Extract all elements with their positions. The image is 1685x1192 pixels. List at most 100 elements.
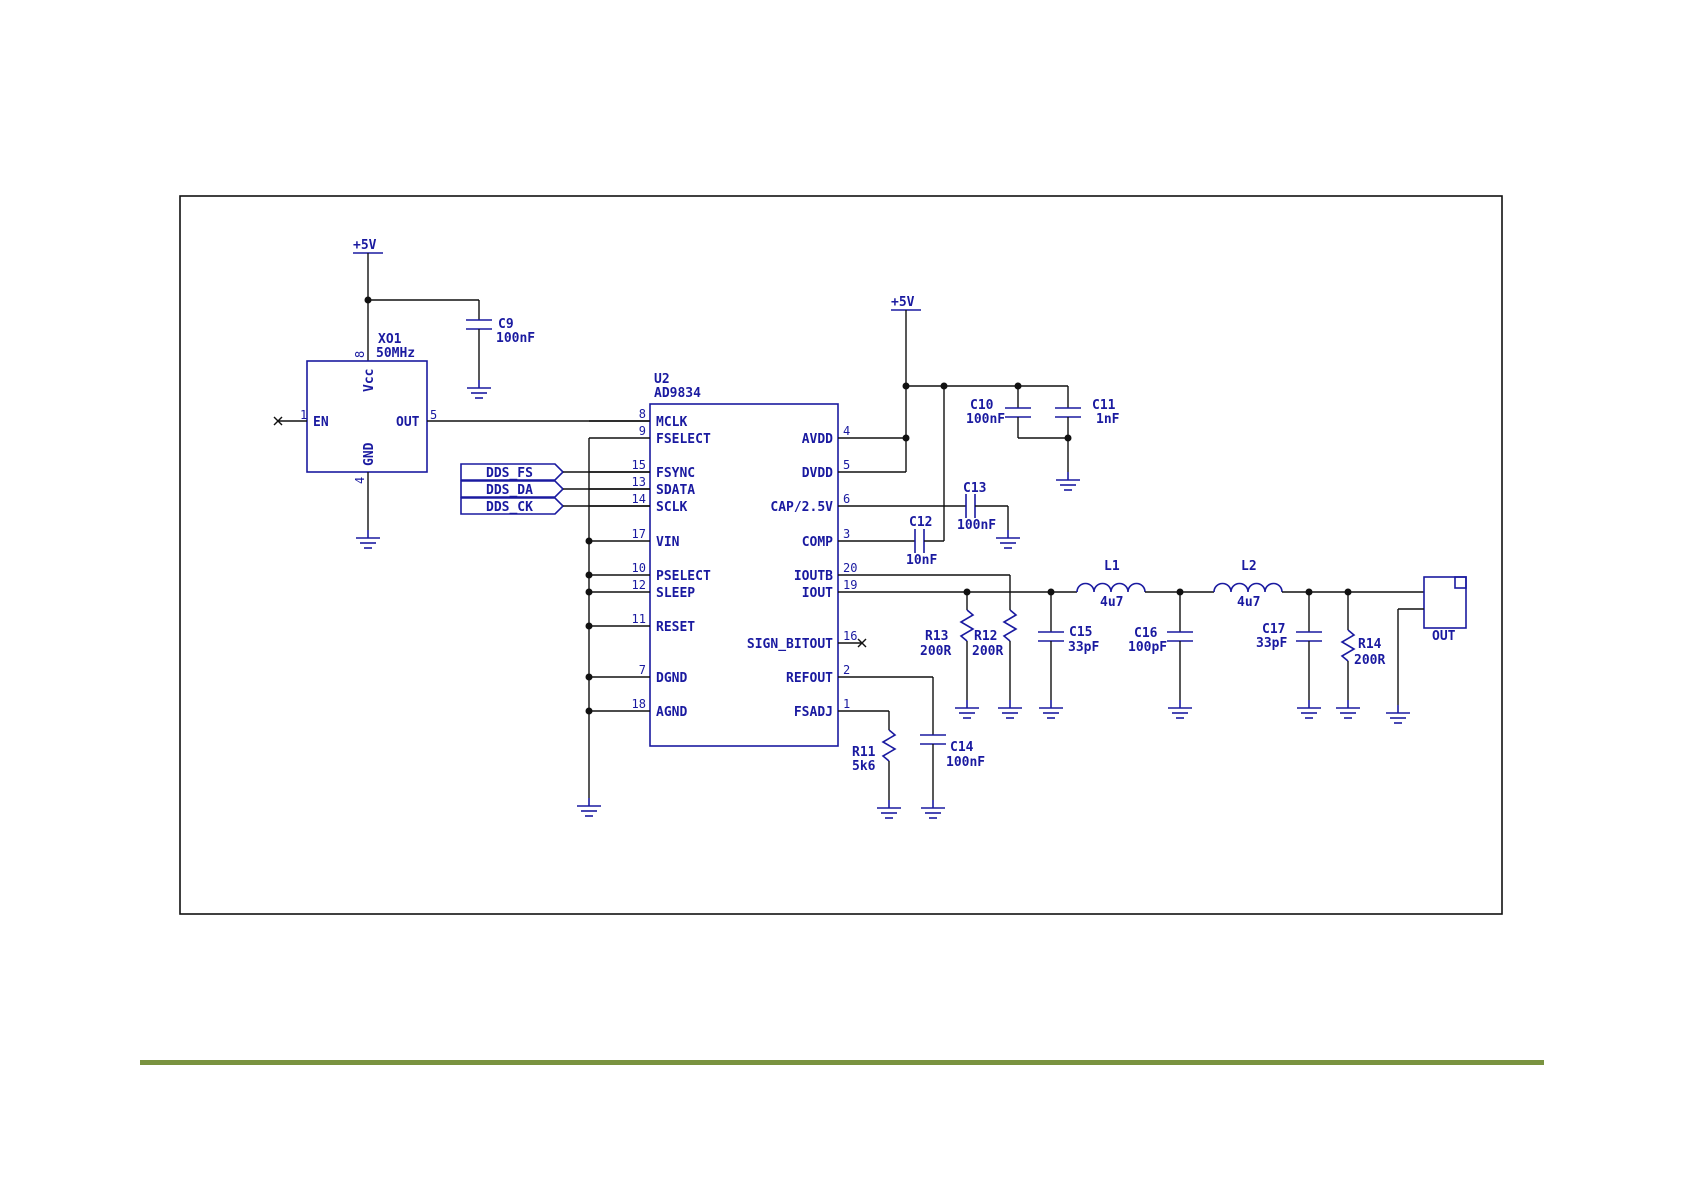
svg-text:FSELECT: FSELECT xyxy=(656,432,711,447)
svg-text:AGND: AGND xyxy=(656,705,687,720)
svg-text:9: 9 xyxy=(639,424,646,438)
r12-resistor: R12 200R xyxy=(972,609,1023,719)
svg-text:100pF: 100pF xyxy=(1128,640,1167,655)
svg-text:50MHz: 50MHz xyxy=(376,346,415,361)
c12-capacitor: C12 10nF xyxy=(906,515,944,568)
svg-text:SDATA: SDATA xyxy=(656,483,695,498)
svg-text:200R: 200R xyxy=(972,644,1003,659)
svg-text:DDS_CK: DDS_CK xyxy=(486,500,533,515)
c9-capacitor: C9 100nF xyxy=(466,300,535,399)
svg-text:10: 10 xyxy=(632,561,646,575)
svg-text:5k6: 5k6 xyxy=(852,759,876,774)
svg-text:EN: EN xyxy=(313,415,329,430)
svg-text:C15: C15 xyxy=(1069,625,1092,640)
svg-text:33pF: 33pF xyxy=(1068,640,1099,655)
svg-text:11: 11 xyxy=(632,612,646,626)
svg-text:14: 14 xyxy=(632,492,646,506)
svg-text:SIGN_BITOUT: SIGN_BITOUT xyxy=(747,637,833,652)
c11-capacitor: C11 1nF xyxy=(1055,386,1120,472)
svg-text:OUT: OUT xyxy=(396,415,420,430)
svg-text:FSYNC: FSYNC xyxy=(656,466,695,481)
svg-text:C17: C17 xyxy=(1262,622,1285,637)
svg-text:FSADJ: FSADJ xyxy=(794,705,833,720)
svg-text:RESET: RESET xyxy=(656,620,695,635)
net-label-dds-fs: DDS_FS xyxy=(460,463,565,481)
svg-text:7: 7 xyxy=(639,663,646,677)
r13-resistor: R13 200R xyxy=(920,592,980,719)
svg-text:C9: C9 xyxy=(498,317,514,332)
svg-text:OUT: OUT xyxy=(1432,629,1456,644)
svg-text:XO1: XO1 xyxy=(378,332,402,347)
l2-inductor: L2 4u7 xyxy=(1213,559,1283,610)
svg-text:R13: R13 xyxy=(925,629,948,644)
svg-text:18: 18 xyxy=(632,697,646,711)
u2-left-pins: 8MCLK9FSELECT15FSYNC13SDATA14SCLK17VIN10… xyxy=(589,407,711,720)
svg-text:L1: L1 xyxy=(1104,559,1120,574)
svg-text:6: 6 xyxy=(843,492,850,506)
svg-text:IOUTB: IOUTB xyxy=(794,569,833,584)
r11-resistor: R11 5k6 xyxy=(852,729,902,819)
footer-bar xyxy=(140,1060,1544,1065)
svg-text:AVDD: AVDD xyxy=(802,432,833,447)
svg-text:1: 1 xyxy=(300,408,307,422)
svg-text:17: 17 xyxy=(632,527,646,541)
svg-text:13: 13 xyxy=(632,475,646,489)
svg-text:IOUT: IOUT xyxy=(802,586,833,601)
svg-text:DDS_DA: DDS_DA xyxy=(486,483,533,498)
net-label-dds-ck: DDS_CK xyxy=(460,497,565,515)
svg-text:+5V: +5V xyxy=(353,238,377,253)
svg-text:REFOUT: REFOUT xyxy=(786,671,833,686)
svg-text:R11: R11 xyxy=(852,745,876,760)
svg-text:DVDD: DVDD xyxy=(802,466,833,481)
svg-text:4u7: 4u7 xyxy=(1237,595,1260,610)
svg-text:+5V: +5V xyxy=(891,295,915,310)
svg-text:2: 2 xyxy=(843,663,850,677)
svg-text:100nF: 100nF xyxy=(946,755,985,770)
svg-text:16: 16 xyxy=(843,629,857,643)
svg-text:200R: 200R xyxy=(920,644,951,659)
svg-text:MCLK: MCLK xyxy=(656,415,687,430)
c14-capacitor: C14 100nF xyxy=(920,734,985,819)
schematic-frame xyxy=(179,195,1503,915)
svg-text:SLEEP: SLEEP xyxy=(656,586,695,601)
c16-capacitor: C16 100pF xyxy=(1128,592,1193,719)
svg-text:8: 8 xyxy=(353,351,367,358)
power-5v-right: +5V xyxy=(891,295,921,311)
svg-text:200R: 200R xyxy=(1354,653,1385,668)
u2-right-pins: 4AVDD5DVDD6CAP/2.5V3COMP20IOUTB19IOUT16S… xyxy=(747,424,858,720)
c13-capacitor: C13 100nF xyxy=(957,481,1021,549)
svg-text:1nF: 1nF xyxy=(1096,412,1120,427)
svg-text:3: 3 xyxy=(843,527,850,541)
svg-text:Vcc: Vcc xyxy=(362,369,377,392)
svg-text:1: 1 xyxy=(843,697,850,711)
svg-text:4: 4 xyxy=(843,424,850,438)
svg-text:100nF: 100nF xyxy=(957,518,996,533)
l1-inductor: L1 4u7 xyxy=(1076,559,1146,610)
svg-text:19: 19 xyxy=(843,578,857,592)
svg-text:8: 8 xyxy=(639,407,646,421)
svg-text:L2: L2 xyxy=(1241,559,1257,574)
net-label-dds-da: DDS_DA xyxy=(460,480,565,498)
svg-text:10nF: 10nF xyxy=(906,553,937,568)
svg-text:DDS_FS: DDS_FS xyxy=(486,466,533,481)
svg-text:PSELECT: PSELECT xyxy=(656,569,711,584)
svg-text:100nF: 100nF xyxy=(966,412,1005,427)
c17-capacitor: C17 33pF xyxy=(1256,592,1322,719)
svg-text:5: 5 xyxy=(843,458,850,472)
svg-text:C14: C14 xyxy=(950,740,974,755)
svg-text:C12: C12 xyxy=(909,515,932,530)
svg-text:CAP/2.5V: CAP/2.5V xyxy=(770,500,833,515)
svg-text:U2: U2 xyxy=(654,372,670,387)
